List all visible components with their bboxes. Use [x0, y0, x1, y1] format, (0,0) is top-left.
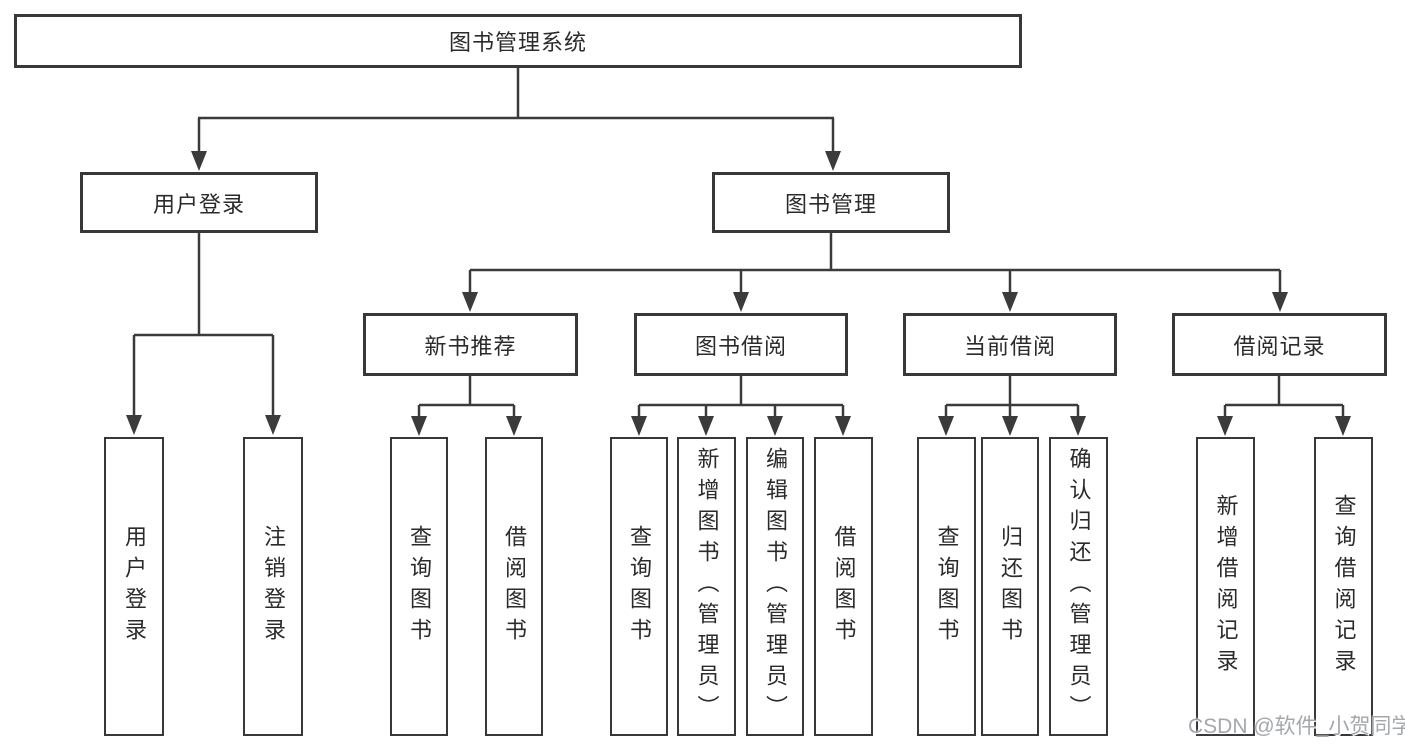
connector-new-book-rec-children	[411, 376, 522, 436]
node-new-book-rec: 新书推荐	[363, 313, 578, 376]
node-logout: 注销登录	[243, 437, 303, 736]
node-bb-query-book-label: 查询图书	[627, 524, 652, 649]
node-new-book-rec-label: 新书推荐	[424, 333, 517, 359]
node-book-mgmt: 图书管理	[712, 172, 950, 233]
node-cb-confirm-return: 确认归还（管理员）	[1049, 437, 1108, 736]
node-current-borrow-label: 当前借阅	[963, 333, 1056, 359]
node-cb-return-book: 归还图书	[981, 437, 1039, 736]
connector-book-mgmt-children	[462, 233, 1288, 312]
connector-user-login-children	[126, 233, 281, 435]
node-bb-add-book: 新增图书（管理员）	[677, 437, 736, 736]
node-borrow-record: 借阅记录	[1172, 313, 1387, 376]
node-logout-label: 注销登录	[261, 524, 286, 649]
connector-borrow-record-children	[1217, 376, 1351, 436]
node-user-login-label: 用户登录	[152, 191, 245, 217]
node-book-mgmt-label: 图书管理	[784, 191, 877, 217]
node-cb-query-book: 查询图书	[917, 437, 976, 736]
node-current-borrow: 当前借阅	[903, 313, 1117, 376]
node-bb-add-book-label: 新增图书（管理员）	[694, 447, 720, 726]
node-nbr-query-book: 查询图书	[390, 437, 448, 736]
node-cb-confirm-return-label: 确认归还（管理员）	[1066, 447, 1092, 726]
connector-root-to-level2	[191, 68, 841, 171]
node-bb-query-book: 查询图书	[610, 437, 668, 736]
node-br-add-record-label: 新增借阅记录	[1213, 493, 1239, 680]
connector-book-borrow-children	[631, 376, 851, 436]
node-borrow-record-label: 借阅记录	[1233, 333, 1326, 359]
node-book-borrow: 图书借阅	[634, 313, 848, 376]
csdn-watermark: CSDN @软件_小贺同学	[1188, 715, 1405, 738]
node-br-query-record: 查询借阅记录	[1314, 437, 1373, 736]
connector-current-borrow-children	[938, 376, 1086, 436]
node-bb-borrow-book: 借阅图书	[814, 437, 873, 736]
node-nbr-query-book-label: 查询图书	[407, 524, 432, 649]
node-nbr-borrow-book-label: 借阅图书	[502, 524, 527, 649]
node-root: 图书管理系统	[14, 14, 1022, 68]
node-cb-query-book-label: 查询图书	[934, 524, 960, 649]
node-user-login: 用户登录	[80, 172, 318, 233]
node-nbr-borrow-book: 借阅图书	[485, 437, 543, 736]
node-cb-return-book-label: 归还图书	[998, 524, 1023, 649]
node-login: 用户登录	[104, 437, 164, 736]
node-br-query-record-label: 查询借阅记录	[1331, 493, 1357, 680]
node-book-borrow-label: 图书借阅	[694, 333, 787, 359]
node-bb-edit-book-label: 编辑图书（管理员）	[763, 447, 788, 726]
node-bb-borrow-book-label: 借阅图书	[831, 524, 857, 649]
node-root-label: 图书管理系统	[448, 30, 587, 55]
node-login-label: 用户登录	[122, 524, 147, 649]
node-bb-edit-book: 编辑图书（管理员）	[746, 437, 804, 736]
node-br-add-record: 新增借阅记录	[1196, 437, 1255, 736]
